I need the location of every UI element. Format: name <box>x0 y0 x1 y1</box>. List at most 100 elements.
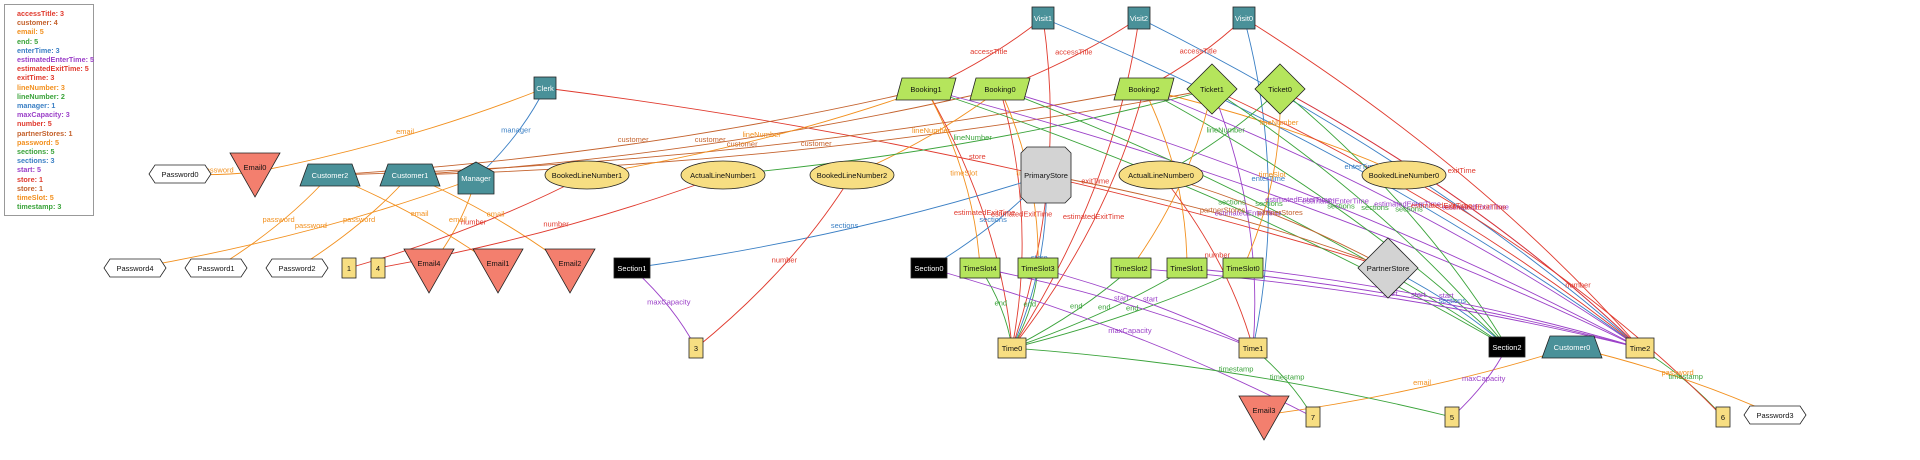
node-visit2[interactable]: Visit2 <box>1127 6 1151 30</box>
node-time2[interactable]: Time2 <box>1625 337 1655 359</box>
node-num3[interactable]: 3 <box>688 337 704 359</box>
node-email2[interactable]: Email2 <box>544 248 596 294</box>
node-shape <box>148 164 212 184</box>
node-label: Visit2 <box>1130 14 1148 23</box>
node-password1[interactable]: Password1 <box>184 258 248 278</box>
node-section1[interactable]: Section1 <box>613 257 651 279</box>
node-label: Email0 <box>244 163 267 172</box>
node-ticket1[interactable]: Ticket1 <box>1186 63 1238 115</box>
edge-label: maxCapacity <box>1462 374 1506 383</box>
edge-label: partnerStores <box>1257 208 1303 217</box>
node-time1[interactable]: Time1 <box>1238 337 1268 359</box>
node-password4[interactable]: Password4 <box>103 258 167 278</box>
node-ticket0[interactable]: Ticket0 <box>1254 63 1306 115</box>
edge-label: password <box>1662 368 1694 377</box>
node-num5[interactable]: 5 <box>1444 406 1460 428</box>
edge-label: accessTitle <box>970 47 1007 56</box>
node-bookedlinenumber2[interactable]: BookedLineNumber2 <box>809 160 895 190</box>
node-label: Section1 <box>617 264 646 273</box>
node-shape <box>265 258 329 278</box>
node-label: Clerk <box>536 84 554 93</box>
node-shape <box>1238 395 1290 441</box>
node-shape <box>403 248 455 294</box>
node-num4[interactable]: 4 <box>370 257 386 279</box>
node-timeslot3[interactable]: TimeSlot3 <box>1017 257 1059 279</box>
edge-label: exitTime <box>1081 177 1109 186</box>
node-password3[interactable]: Password3 <box>1743 405 1807 425</box>
edge-store <box>544 87 1389 270</box>
node-customer0[interactable]: Customer0 <box>1541 335 1603 359</box>
edge-timestamp <box>1011 347 1453 419</box>
node-label: Email4 <box>418 259 441 268</box>
edge-label: start <box>1439 291 1455 300</box>
node-label: Ticket0 <box>1268 85 1292 94</box>
node-num1[interactable]: 1 <box>341 257 357 279</box>
node-actuallinenumber0[interactable]: ActualLineNumber0 <box>1118 160 1204 190</box>
node-email0[interactable]: Email0 <box>229 152 281 198</box>
edge-label: end <box>1098 303 1111 312</box>
legend-entry: manager: 1 <box>17 101 56 111</box>
node-shape <box>184 258 248 278</box>
node-label: Password3 <box>1756 411 1793 420</box>
node-timeslot0[interactable]: TimeSlot0 <box>1222 257 1264 279</box>
node-section0[interactable]: Section0 <box>910 257 948 279</box>
node-timeslot1[interactable]: TimeSlot1 <box>1166 257 1208 279</box>
edge-label: enterTime <box>1252 174 1285 183</box>
node-customer2[interactable]: Customer2 <box>299 163 361 187</box>
node-shape <box>1305 406 1321 428</box>
node-shape <box>1222 257 1264 279</box>
legend-entry: estimatedEnterTime: 5 <box>17 55 94 65</box>
node-visit0[interactable]: Visit0 <box>1232 6 1256 30</box>
node-email4[interactable]: Email4 <box>403 248 455 294</box>
node-password2[interactable]: Password2 <box>265 258 329 278</box>
edge-label: sections <box>1327 202 1355 211</box>
node-section2[interactable]: Section2 <box>1488 336 1526 358</box>
node-label: Time1 <box>1243 344 1264 353</box>
legend-entry: sections: 5 <box>17 147 55 157</box>
edge-estimatedexittime <box>1211 88 1641 349</box>
node-num6[interactable]: 6 <box>1715 406 1731 428</box>
node-customer1[interactable]: Customer1 <box>379 163 441 187</box>
node-label: Password4 <box>116 264 153 273</box>
node-manager[interactable]: Manager <box>457 161 495 195</box>
node-bookedlinenumber1[interactable]: BookedLineNumber1 <box>544 160 630 190</box>
node-time0[interactable]: Time0 <box>997 337 1027 359</box>
node-email1[interactable]: Email1 <box>472 248 524 294</box>
node-email3[interactable]: Email3 <box>1238 395 1290 441</box>
node-shape <box>1488 336 1526 358</box>
node-actuallinenumber1[interactable]: ActualLineNumber1 <box>680 160 766 190</box>
legend-entry: partnerStores: 1 <box>17 128 73 138</box>
node-shape <box>1361 160 1447 190</box>
node-label: Email3 <box>1253 406 1276 415</box>
legend-entry: sections: 3 <box>17 156 55 166</box>
node-timeslot2[interactable]: TimeSlot2 <box>1110 257 1152 279</box>
node-partnerstore[interactable]: PartnerStore <box>1357 237 1419 299</box>
node-visit1[interactable]: Visit1 <box>1031 6 1055 30</box>
edge-label: password <box>202 166 234 175</box>
node-primarystore[interactable]: PrimaryStore <box>1020 146 1072 204</box>
node-label: Booking0 <box>984 85 1015 94</box>
node-booking2[interactable]: Booking2 <box>1113 77 1175 101</box>
edge-sections <box>1211 88 1508 348</box>
node-password0[interactable]: Password0 <box>148 164 212 184</box>
node-shape <box>1254 63 1306 115</box>
node-shape <box>1743 405 1807 425</box>
node-label: Email1 <box>487 259 510 268</box>
node-clerk[interactable]: Clerk <box>533 76 557 100</box>
edge-label: lineNumber <box>1206 125 1245 134</box>
edge-estimatedexittime <box>925 88 1015 349</box>
node-num7[interactable]: 7 <box>1305 406 1321 428</box>
node-bookedlinenumber0[interactable]: BookedLineNumber0 <box>1361 160 1447 190</box>
node-label: 1 <box>347 264 351 273</box>
edge-linenumber <box>722 88 1213 178</box>
edge-label: customer <box>801 139 832 148</box>
node-booking0[interactable]: Booking0 <box>969 77 1031 101</box>
node-label: Visit1 <box>1034 14 1052 23</box>
edge-label: email <box>396 127 414 136</box>
edge-label: exitTime <box>1448 166 1476 175</box>
node-booking1[interactable]: Booking1 <box>895 77 957 101</box>
edge-label: timeSlot <box>950 168 978 177</box>
node-timeslot4[interactable]: TimeSlot4 <box>959 257 1001 279</box>
